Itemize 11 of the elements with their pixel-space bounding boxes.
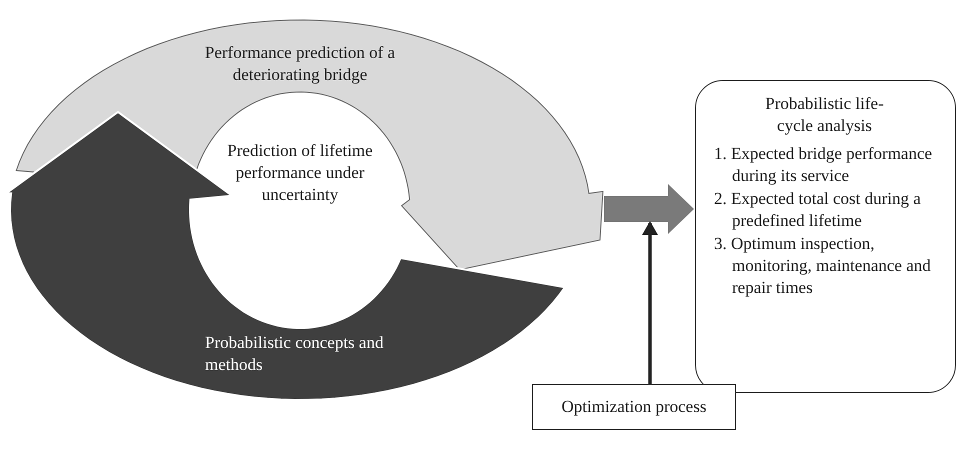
list-item: 2. Expected total cost during a predefined lifetime: [714, 188, 922, 232]
arrow: [642, 221, 658, 384]
center-text: Prediction of lifetime performance under uncertainty: [226, 140, 374, 206]
panel-heading: Probabilistic life-cycle analysis: [764, 93, 885, 137]
band-text: Probabilistic concepts and methods: [205, 332, 384, 376]
block-arrow: [604, 184, 694, 234]
band-text: Performance prediction of a deteriorating bridge: [204, 42, 396, 86]
process-box: Optimization process: [532, 384, 736, 430]
list-item: 1. Expected bridge performance during its service: [714, 143, 934, 187]
list-item: 3. Optimum inspection, monitoring, maintenance and repair times: [714, 233, 932, 299]
rounded-panel: [695, 80, 956, 393]
